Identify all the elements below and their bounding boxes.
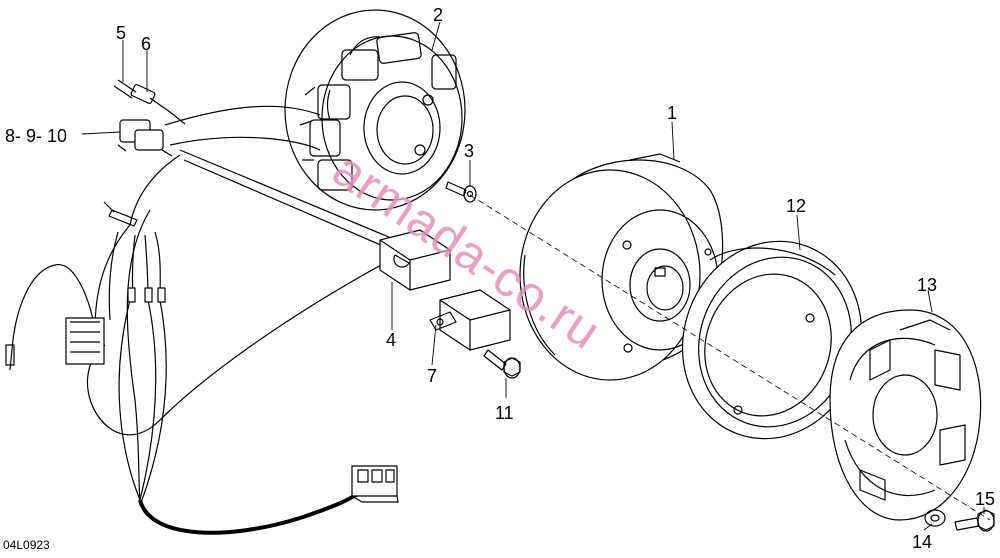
callout-11: 11: [495, 403, 514, 423]
callout-15: 15: [975, 489, 996, 509]
callout-1: 1: [667, 103, 678, 123]
flywheel-part: [519, 153, 724, 381]
callout-6: 6: [141, 34, 152, 54]
bolt-15-part: [954, 509, 995, 532]
callout-13: 13: [917, 275, 938, 295]
washer-14-part: [924, 509, 946, 527]
starter-cup-part: [829, 309, 982, 521]
pickup-coil-part: [379, 229, 511, 351]
callout-8-9-10: 8- 9- 10: [5, 126, 68, 146]
callout-2: 2: [433, 5, 444, 25]
ring-gear-part: [681, 240, 863, 440]
callout-3: 3: [464, 141, 475, 161]
stator-part: [284, 9, 466, 211]
callout-14: 14: [912, 532, 933, 552]
wiring-harness-part: [5, 79, 421, 535]
callout-12: 12: [786, 196, 807, 216]
screw-3-part: [445, 181, 477, 203]
bolt-11-part: [483, 349, 521, 379]
leader-lines: [81, 21, 985, 531]
assembly-axis-line: [469, 194, 991, 521]
callout-5: 5: [116, 23, 127, 43]
figure-code: 04L0923: [3, 538, 50, 552]
callout-4: 4: [386, 330, 397, 350]
callout-7: 7: [427, 366, 438, 386]
